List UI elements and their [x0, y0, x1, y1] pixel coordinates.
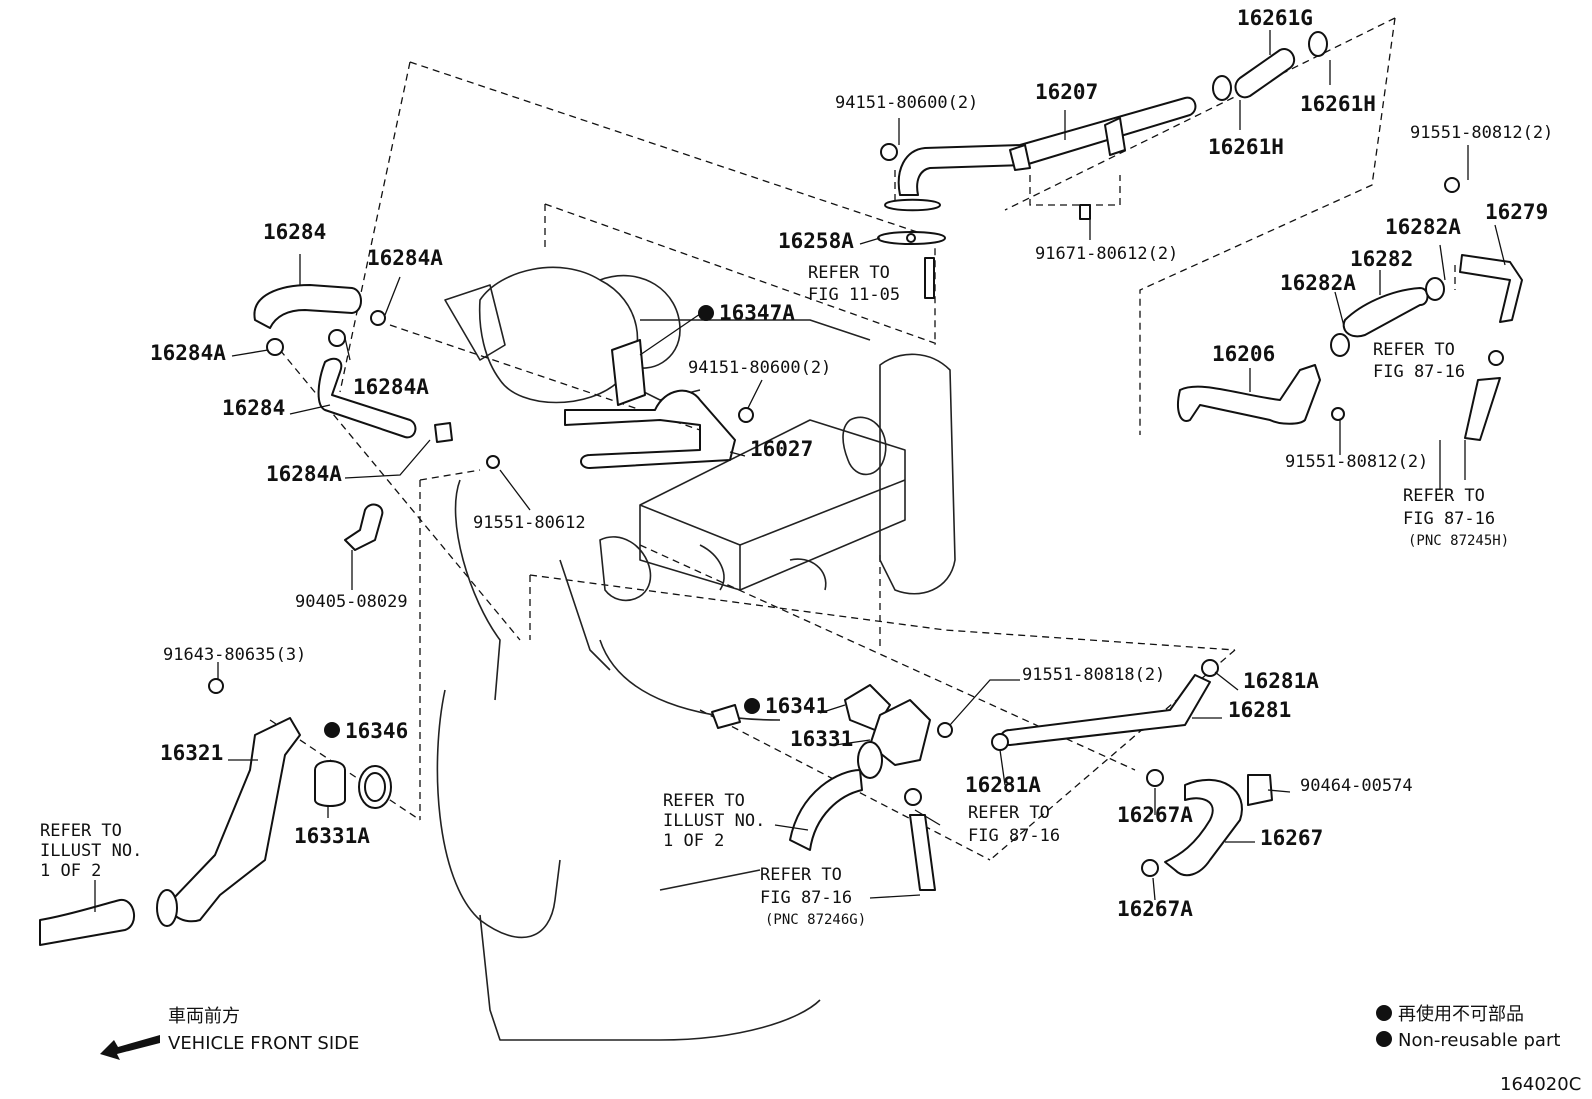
label-94151-80600-mid: 94151-80600(2): [688, 358, 831, 378]
legend-jp: 再使用不可部品: [1398, 1004, 1524, 1025]
ref-illust-left: REFER TO ILLUST NO. 1 OF 2: [40, 821, 142, 881]
ref-illust-right: REFER TO ILLUST NO. 1 OF 2: [663, 791, 765, 851]
label-91551-80818: 91551-80818(2): [1022, 665, 1165, 685]
non-reusable-dot-16347A: [698, 305, 714, 321]
part-shapes: [39, 31, 1523, 946]
svg-text:REFER TO: REFER TO: [760, 865, 842, 885]
svg-text:REFER TO: REFER TO: [808, 263, 890, 283]
label-16261H-bottom: 16261H: [1208, 135, 1284, 159]
svg-text:REFER TO: REFER TO: [40, 821, 122, 841]
svg-text:FIG 87-16: FIG 87-16: [1373, 362, 1465, 382]
legend: 再使用不可部品 Non-reusable part: [1376, 1004, 1560, 1051]
svg-text:REFER TO: REFER TO: [663, 791, 745, 811]
label-16284A-2: 16284A: [150, 341, 226, 365]
vehicle-front-indicator: 車両前方 VEHICLE FRONT SIDE: [100, 1006, 359, 1060]
label-16347A: 16347A: [719, 301, 795, 325]
legend-dot-icon: [1376, 1005, 1392, 1021]
label-16282: 16282: [1350, 247, 1413, 271]
svg-text:FIG 87-16: FIG 87-16: [760, 888, 852, 908]
label-16206: 16206: [1212, 342, 1275, 366]
label-16282A-top: 16282A: [1385, 215, 1461, 239]
label-90405-08029: 90405-08029: [295, 592, 408, 612]
label-16331: 16331: [790, 727, 853, 751]
ref-fig-87-16-top: REFER TO FIG 87-16: [1373, 340, 1465, 382]
label-16281: 16281: [1228, 698, 1291, 722]
label-16207: 16207: [1035, 80, 1098, 104]
label-16284-top: 16284: [263, 220, 326, 244]
engine-block: [436, 266, 956, 1041]
non-reusable-dot-16341: [744, 698, 760, 714]
label-16331A: 16331A: [294, 824, 370, 848]
label-16284-mid: 16284: [222, 396, 285, 420]
svg-text:ILLUST NO.: ILLUST NO.: [40, 841, 142, 861]
label-91551-80612: 91551-80612: [473, 513, 586, 533]
label-16341: 16341: [765, 694, 828, 718]
svg-text:1 OF 2: 1 OF 2: [40, 861, 101, 881]
label-16267: 16267: [1260, 826, 1323, 850]
svg-text:REFER TO: REFER TO: [1373, 340, 1455, 360]
svg-text:FIG 87-16: FIG 87-16: [1403, 509, 1495, 529]
label-16281A-bottom: 16281A: [965, 773, 1041, 797]
label-16346: 16346: [345, 719, 408, 743]
legend-dot-icon: [1376, 1031, 1392, 1047]
label-16284A-1: 16284A: [367, 246, 443, 270]
front-arrow-icon: [100, 1035, 160, 1060]
ref-fig-87-16-mid: REFER TO FIG 87-16: [968, 803, 1060, 846]
direction-en: VEHICLE FRONT SIDE: [168, 1033, 359, 1054]
label-16261G: 16261G: [1237, 6, 1313, 30]
label-16284A-3: 16284A: [353, 375, 429, 399]
reference-notes: REFER TO FIG 11-05 REFER TO FIG 87-16 RE…: [40, 263, 1509, 928]
svg-text:FIG 87-16: FIG 87-16: [968, 826, 1060, 846]
label-91643-80635: 91643-80635(3): [163, 645, 306, 665]
direction-jp: 車両前方: [168, 1006, 240, 1027]
label-90464-00574: 90464-00574: [1300, 776, 1413, 796]
svg-text:1 OF 2: 1 OF 2: [663, 831, 724, 851]
label-91671-80612: 91671-80612(2): [1035, 244, 1178, 264]
part-labels: 16261G 16261H 16261H 16207 94151-80600(2…: [150, 6, 1553, 921]
ref-fig-11-05: REFER TO FIG 11-05: [808, 263, 900, 305]
svg-text:REFER TO: REFER TO: [1403, 486, 1485, 506]
leader-lines: [94, 30, 1506, 912]
label-91551-80812-bottom: 91551-80812(2): [1285, 452, 1428, 472]
ref-fig-87-16-pnc-g: REFER TO FIG 87-16 (PNC 87246G): [760, 865, 866, 928]
svg-text:ILLUST NO.: ILLUST NO.: [663, 811, 765, 831]
svg-text:(PNC 87246G): (PNC 87246G): [765, 912, 866, 928]
figure-code: 164020C: [1500, 1074, 1581, 1095]
label-16267A-top: 16267A: [1117, 803, 1193, 827]
label-16281A-top: 16281A: [1243, 669, 1319, 693]
label-16279: 16279: [1485, 200, 1548, 224]
label-16284A-4: 16284A: [266, 462, 342, 486]
label-16261H-top: 16261H: [1300, 92, 1376, 116]
label-94151-80600-top: 94151-80600(2): [835, 93, 978, 113]
svg-text:REFER TO: REFER TO: [968, 803, 1050, 823]
ref-fig-87-16-pnc-h: REFER TO FIG 87-16 (PNC 87245H): [1403, 486, 1509, 549]
label-16258A: 16258A: [778, 229, 854, 253]
legend-en: Non-reusable part: [1398, 1030, 1560, 1051]
label-16282A-mid: 16282A: [1280, 271, 1356, 295]
label-16321: 16321: [160, 741, 223, 765]
svg-text:FIG 11-05: FIG 11-05: [808, 285, 900, 305]
non-reusable-dot-16346: [324, 722, 340, 738]
svg-text:(PNC 87245H): (PNC 87245H): [1408, 533, 1509, 549]
label-16267A-bottom: 16267A: [1117, 897, 1193, 921]
label-16027: 16027: [750, 437, 813, 461]
label-91551-80812-top: 91551-80812(2): [1410, 123, 1553, 143]
